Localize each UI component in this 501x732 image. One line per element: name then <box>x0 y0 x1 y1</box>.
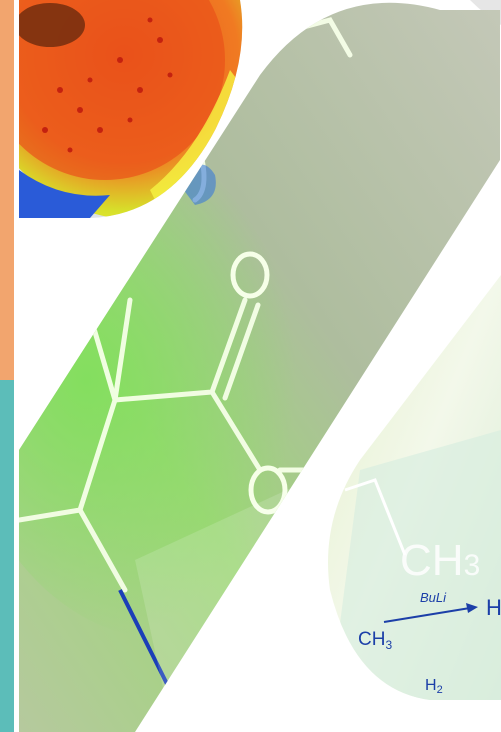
arrow-head-icon <box>466 603 478 613</box>
teal-side-strip <box>0 380 14 732</box>
reagent-label: BuLi <box>420 590 447 605</box>
reaction-panel: CH3 BuLi CH3 H H2 <box>328 275 501 700</box>
group-ch3-label: CH3 <box>400 536 480 585</box>
product-fragment: H <box>486 595 501 620</box>
reactant-label: CH3 <box>358 629 392 652</box>
petri-dish-image <box>19 0 243 218</box>
orange-side-strip <box>0 0 14 380</box>
reaction-arrow <box>383 607 471 623</box>
white-gap <box>14 0 19 732</box>
bottom-fragment: H2 <box>425 677 443 696</box>
